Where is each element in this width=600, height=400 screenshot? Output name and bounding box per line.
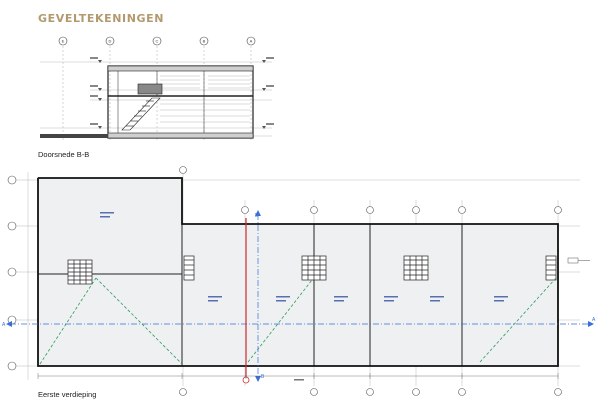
axis-b-arrow-bottom xyxy=(255,376,261,382)
floor-dimension-marks xyxy=(294,379,304,381)
grid-label-c: C xyxy=(156,39,159,44)
room-5 xyxy=(461,223,559,367)
axis-a-label-left: A xyxy=(2,322,6,328)
stair-3 xyxy=(301,255,327,281)
grid-bubble-b xyxy=(199,36,209,46)
floor-rooms xyxy=(37,177,559,367)
grid-label-b: B xyxy=(203,39,206,44)
floor-grid-bubbles xyxy=(7,175,17,371)
page-title: GEVELTEKENINGEN xyxy=(38,12,165,25)
floor-plan-caption: Eerste verdieping xyxy=(38,390,97,399)
section-ground xyxy=(40,134,108,138)
section-stair xyxy=(121,83,163,131)
stair-5 xyxy=(545,255,557,281)
section-axis-b: B B xyxy=(255,210,265,382)
section-hatching xyxy=(160,75,250,123)
floor-stairs xyxy=(67,255,557,285)
grid-label-e: E xyxy=(62,39,65,44)
stair-2 xyxy=(183,255,195,281)
section-level-annotations xyxy=(90,57,274,125)
room-3 xyxy=(313,223,371,367)
section-level-marks xyxy=(98,60,266,129)
floor-top-bubbles xyxy=(179,166,562,396)
section-axis-a: A A xyxy=(2,317,596,328)
room-north-left xyxy=(37,177,183,275)
grid-bubble-d xyxy=(105,36,115,46)
section-caption: Doorsnede B-B xyxy=(38,150,90,159)
section-grid-bubbles: E D C B A xyxy=(58,36,256,46)
grid-label-d: D xyxy=(109,39,112,44)
axis-b-label-bottom: B xyxy=(261,374,265,380)
stair-4 xyxy=(403,255,429,281)
room-1 xyxy=(181,223,247,367)
axis-a-arrow-left xyxy=(6,321,12,327)
grid-bubble-a xyxy=(246,36,256,46)
room-labels xyxy=(100,212,508,302)
floor-diagonals xyxy=(39,277,557,365)
section-building xyxy=(107,65,254,139)
axis-b-label-top: B xyxy=(255,213,259,219)
axis-a-label-right: A xyxy=(592,317,596,323)
axis-b-arrow-top xyxy=(255,210,261,216)
floor-grid-bubble-2 xyxy=(7,221,17,231)
room-4 xyxy=(369,223,463,367)
grid-bubble-c xyxy=(152,36,162,46)
grid-bubble-e xyxy=(58,36,68,46)
room-south-left xyxy=(37,273,183,367)
room-2 xyxy=(245,223,315,367)
floor-dimension-line xyxy=(37,373,559,379)
floor-grid-bubble-3 xyxy=(7,267,17,277)
axis-a-arrow-right xyxy=(588,321,594,327)
stair-left xyxy=(67,259,93,285)
floor-right-marks xyxy=(567,257,590,264)
floor-grid-bubble-5 xyxy=(7,361,17,371)
grid-label-a: A xyxy=(250,39,253,44)
floor-outer-walls xyxy=(37,177,559,367)
floor-grid-bubble-1 xyxy=(7,175,17,185)
